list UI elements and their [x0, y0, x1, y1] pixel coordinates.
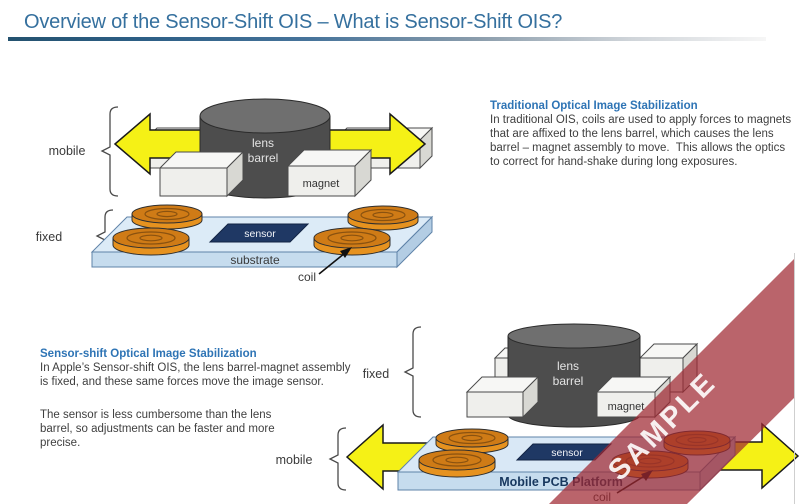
mobile-label: mobile [49, 144, 86, 158]
mobile-brace [328, 427, 347, 491]
lens-barrel-label-line2: barrel [553, 374, 584, 388]
coil-back-right [663, 430, 731, 456]
coil-back-left [131, 204, 203, 230]
traditional-ois-body: In traditional OIS, coils are used to ap… [490, 114, 795, 168]
magnet-box-front-left [158, 150, 245, 198]
lens-barrel-label-line1: lens [252, 136, 274, 150]
sensor-shift-ois-heading: Sensor-shift Optical Image Stabilization [40, 348, 257, 360]
lens-barrel-label-line2: barrel [248, 151, 279, 165]
coil-front-left [112, 227, 190, 256]
coil-back-right [347, 205, 419, 231]
coil-label: coil [298, 270, 316, 284]
magnet-box-front-left [465, 375, 540, 419]
traditional-ois-section: Traditional Optical Image Stabilization … [490, 99, 795, 169]
page-title: Overview of the Sensor-Shift OIS – What … [24, 11, 563, 33]
lens-barrel-label-line1: lens [557, 359, 579, 373]
fixed-label: fixed [36, 230, 62, 244]
traditional-ois-heading: Traditional Optical Image Stabilization [490, 100, 698, 112]
diagram-traditional-ois: mobile fixed substrate sensor [36, 98, 434, 284]
coil-label: coil [593, 490, 611, 504]
sensor-shift-ois-para2: The sensor is less cumbersome than the l… [40, 409, 278, 449]
fixed-brace [403, 326, 422, 418]
mobile-brace [100, 106, 119, 197]
sensor-shift-ois-para1: In Apple’s Sensor-shift OIS, the lens ba… [40, 362, 354, 388]
magnet-box-front-right [286, 148, 373, 198]
diagram-sensor-shift-ois: fixed mobile Mobile PCB Platform sensor [276, 323, 800, 504]
sensor-chip [208, 223, 310, 243]
platform-label: Mobile PCB Platform [499, 475, 623, 489]
substrate-label: substrate [230, 253, 280, 267]
fixed-label: fixed [363, 367, 389, 381]
pasted-image-edge [794, 253, 795, 504]
sensor-label: sensor [244, 228, 276, 240]
title-underline [8, 37, 766, 41]
magnet-label: magnet [303, 178, 340, 190]
magnet-label: magnet [608, 401, 645, 413]
coil-pointer-arrow [318, 252, 346, 275]
coil-front-right [313, 227, 391, 256]
coil-back-left [435, 428, 509, 454]
sensor-shift-ois-section: Sensor-shift Optical Image Stabilization… [40, 347, 352, 450]
coil-pointer-head [340, 247, 352, 258]
sensor-label: sensor [551, 447, 583, 459]
mobile-label: mobile [276, 453, 313, 467]
coil-front-left [418, 449, 496, 478]
